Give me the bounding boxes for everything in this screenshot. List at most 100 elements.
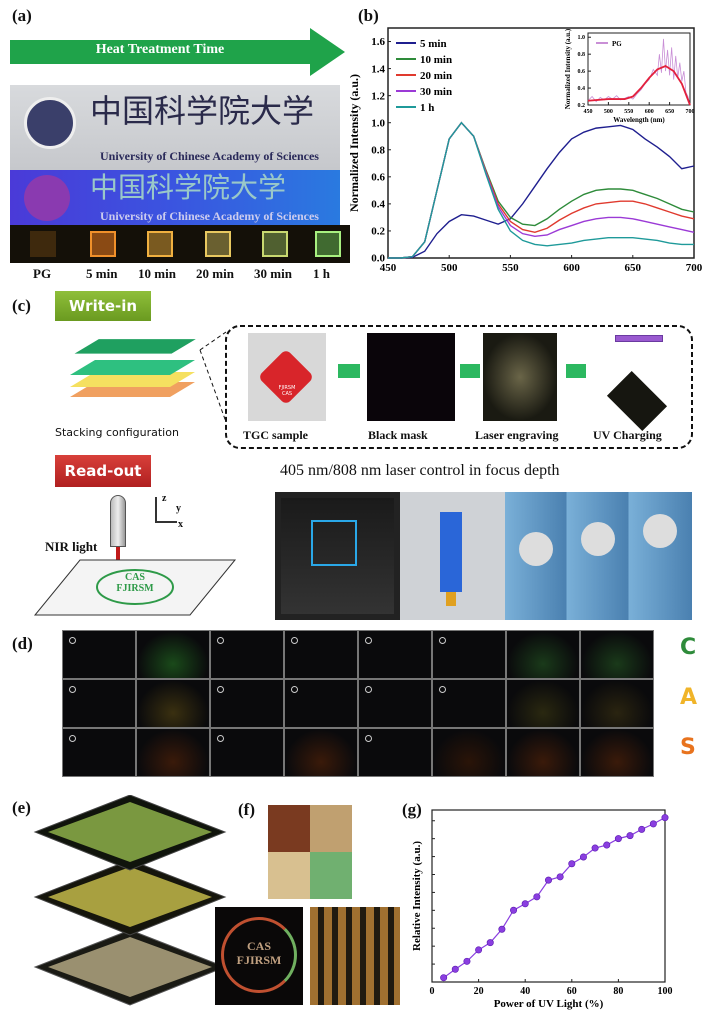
focus-ring-icon	[69, 686, 76, 693]
stacking-layers	[55, 330, 205, 415]
objective-render	[400, 492, 505, 620]
y-tick-label: 0.2	[578, 103, 586, 109]
arrow-icon	[460, 364, 480, 378]
x-axis-label: Power of UV Light (%)	[494, 998, 604, 1010]
y-axis-label: Normalized Intensity (a.u.)	[350, 74, 361, 212]
readout-cell	[432, 679, 506, 728]
y-axis-label: Relative Intensity (a.u.)	[411, 841, 423, 951]
series-line-5min	[388, 124, 695, 259]
x-axis-label: Wavelength (nm)	[613, 116, 665, 124]
plate-text-cas: CAS	[124, 572, 145, 583]
y-tick-label: 0.2	[371, 226, 385, 238]
y-tick-label: 0.8	[578, 52, 586, 58]
chinese-text-uv: 中国科学院大学	[90, 171, 287, 204]
circle-text-fjirsm: FJIRSM	[236, 953, 282, 967]
focus-ring-icon	[439, 637, 446, 644]
logo-text: FJIRSM CAS	[278, 385, 296, 397]
y-tick-label: 0.4	[578, 86, 586, 92]
focus-ring-icon	[217, 686, 224, 693]
inset-legend-label: PG	[612, 40, 622, 48]
sample-label: 10 min	[138, 266, 176, 281]
readout-cell	[284, 728, 358, 777]
readout-cell	[210, 630, 284, 679]
tgc-sample-photo: FJIRSM CAS	[248, 333, 326, 421]
y-tick-label: 1.2	[371, 90, 385, 102]
y-tick-label: 1.0	[371, 117, 385, 129]
letter-a: A	[680, 685, 698, 710]
focus-depth-heading: 405 nm/808 nm laser control in focus dep…	[280, 462, 560, 479]
focus-ring-icon	[291, 686, 298, 693]
x-tick-label: 650	[665, 109, 674, 115]
readout-cell	[210, 679, 284, 728]
data-point	[638, 825, 646, 833]
data-point	[661, 814, 669, 822]
write-in-label: Write-in	[55, 291, 151, 321]
x-tick-label: 60	[567, 986, 577, 997]
y-tick-label: 0.6	[371, 171, 385, 183]
x-tick-label: 450	[584, 109, 593, 115]
y-tick-label: 0.6	[578, 69, 586, 75]
series-line-1h	[388, 121, 694, 259]
laser-system-photo	[275, 492, 400, 620]
readout-cell	[136, 630, 210, 679]
step-label: TGC sample	[243, 428, 309, 442]
x-tick-label: 550	[624, 109, 633, 115]
focus-ring-icon	[217, 637, 224, 644]
axis-y: y	[176, 503, 181, 514]
x-tick-label: 80	[613, 986, 623, 997]
nir-laser-icon	[110, 495, 126, 547]
x-tick-label: 100	[658, 986, 673, 997]
readout-cell	[432, 728, 506, 777]
sample-label: PG	[33, 266, 52, 281]
cas-logo-icon	[24, 97, 76, 149]
letter-s: S	[680, 735, 696, 760]
x-tick-label: 40	[520, 986, 530, 997]
x-tick-label: 500	[604, 109, 613, 115]
university-text: University of Chinese Academy of Science…	[100, 149, 319, 163]
heat-treatment-arrow: Heat Treatment Time	[10, 28, 345, 76]
y-tick-label: 1.6	[371, 36, 385, 48]
readout-cell	[62, 728, 136, 777]
letter-c: C	[680, 635, 697, 660]
arrow-label: Heat Treatment Time	[95, 42, 225, 57]
character-photo	[268, 805, 352, 899]
data-point	[591, 844, 599, 852]
step-label: UV Charging	[593, 428, 662, 442]
legend-label: 1 h	[420, 102, 434, 114]
data-point	[498, 925, 506, 933]
axis-x: x	[178, 519, 183, 530]
data-point	[649, 820, 657, 828]
readout-cell	[62, 679, 136, 728]
sample-photo-afterglow	[10, 225, 350, 263]
panel-label-f: (f)	[238, 800, 255, 819]
readout-cell	[358, 679, 432, 728]
chinese-text: 中国科学院大学	[90, 92, 315, 130]
panel-label-e: (e)	[12, 798, 31, 817]
data-point	[533, 893, 541, 901]
sample-photo-daylight: 中国科学院大学 University of Chinese Academy of…	[10, 85, 340, 170]
read-out-label: Read-out	[55, 455, 151, 487]
readout-cell	[284, 630, 358, 679]
plot-frame	[431, 809, 666, 983]
legend-label: 20 min	[420, 70, 452, 82]
data-point	[556, 873, 564, 881]
readout-cell	[580, 679, 654, 728]
panel-label-a: (a)	[12, 6, 32, 25]
focus-ring-icon	[69, 735, 76, 742]
arrow-icon	[338, 364, 360, 378]
plate-text-fjirsm: FJIRSM	[116, 583, 154, 594]
sample-photo-uv: 中国科学院大学 University of Chinese Academy of…	[10, 170, 340, 225]
readout-cell	[284, 679, 358, 728]
layer-readout-grid	[62, 630, 656, 778]
uv-lamp-icon	[615, 335, 663, 342]
dashed-process-box	[199, 325, 693, 449]
data-point	[603, 841, 611, 849]
arrow-icon	[566, 364, 586, 378]
y-tick-label: 0.8	[371, 144, 385, 156]
sample-label: 5 min	[86, 266, 118, 281]
data-point	[486, 939, 494, 947]
x-tick-label: 450	[380, 262, 397, 274]
cas-logo-uv	[24, 175, 70, 221]
